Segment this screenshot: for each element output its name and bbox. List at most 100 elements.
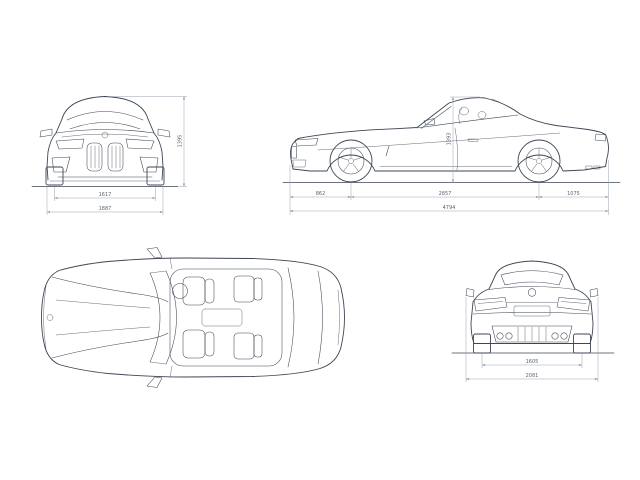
front-view-wheel-right [146, 166, 165, 186]
license-plate-recess [513, 305, 551, 317]
wheelbase-dim-label: 2857 [439, 191, 452, 197]
steering-wheel [172, 283, 188, 299]
rear-shoulder-left [472, 273, 497, 303]
seat-front-right [182, 329, 206, 359]
door-seams-top-view [169, 258, 173, 378]
exhaust-tip [585, 165, 593, 170]
hood-cut-upper [51, 276, 169, 303]
front-view-wheel-left [45, 166, 64, 186]
rear-car-body [451, 260, 615, 354]
top-view [41, 247, 345, 388]
length-dim-label: 4794 [443, 205, 456, 211]
door-handle [467, 138, 479, 142]
center-console [201, 308, 243, 327]
hood-crease-upper [55, 299, 151, 309]
front-windshield-base [69, 122, 141, 130]
seat-rear-right [233, 332, 255, 360]
cockpit-opening [169, 268, 283, 367]
front-shoulder-line [55, 129, 155, 134]
headlight-right [125, 138, 155, 150]
front-a-pillars [55, 118, 155, 134]
exhaust-tip [560, 332, 568, 340]
front-dimensions: 1617 1887 1395 [46, 96, 187, 215]
diffuser [491, 325, 573, 343]
windshield-pillars [149, 270, 167, 365]
rear-mirror-right [589, 288, 599, 298]
front-wheel [329, 139, 373, 183]
side-mirror [423, 118, 436, 126]
rear-track-dim-label: 1605 [526, 359, 539, 365]
mirror-right [157, 128, 171, 138]
fender-vent [385, 145, 390, 157]
seat-rear-left [233, 275, 255, 303]
rear-wheel [517, 139, 561, 183]
seat-back-line [458, 107, 463, 125]
grille-slats [90, 145, 121, 169]
exhaust-tip [496, 332, 504, 340]
exhaust-tip [505, 332, 513, 340]
taillight-inner-lines [477, 301, 587, 304]
spoiler-lip-line [337, 289, 340, 346]
intake-right [139, 156, 159, 173]
kidney-grille-left [86, 142, 103, 172]
side-body-outline [290, 97, 609, 172]
front-soft-top [61, 96, 149, 120]
rear-dimensions: 1605 2081 [465, 297, 599, 382]
trunk-lid-line [317, 270, 323, 365]
rear-view: 1605 2081 [451, 260, 615, 382]
bumper-top-line [472, 311, 592, 315]
front-hood-crease [61, 133, 149, 138]
bmw-roundel-icon [527, 288, 537, 297]
decklid-line [488, 286, 576, 290]
seat-headrest-front [459, 106, 469, 116]
rear-width-dim-label: 2081 [526, 373, 539, 379]
beltline [416, 114, 519, 129]
bmw-roundel-icon [101, 131, 109, 139]
seatback-rear-left [253, 277, 263, 301]
side-dimensions: 862 2857 1075 4794 1393 [289, 96, 609, 215]
character-line [317, 132, 561, 151]
diffuser-fins [517, 326, 547, 342]
rear-soft-top [495, 260, 569, 275]
taillight-right [556, 297, 591, 312]
windshield-header-arc [165, 270, 177, 365]
side-height-dim-label: 1393 [447, 133, 453, 146]
headlight-left [55, 138, 85, 150]
taillight-left [473, 297, 508, 312]
seat-front-left [182, 276, 206, 306]
windshield-base-arc [149, 272, 161, 363]
seat-headrest-rear [477, 111, 487, 119]
side-view: 862 2857 1075 4794 1393 [282, 96, 621, 215]
hood-crease-lower [55, 326, 151, 336]
seatback-front-right [204, 331, 215, 357]
mirror-bottom [146, 376, 163, 388]
side-headlight [294, 138, 319, 147]
top-car-body [41, 247, 345, 388]
seatback-rear-right [253, 334, 263, 358]
side-grille [291, 146, 297, 159]
rear-window [500, 270, 564, 286]
front-windshield-top [66, 111, 144, 121]
rear-wheel-spokes [526, 148, 552, 172]
front-wheel-spokes [338, 148, 364, 172]
rear-mirror-left [465, 288, 475, 298]
front-height-dim-label: 1395 [178, 135, 184, 148]
front-body-side-left [46, 132, 57, 181]
front-view: 1617 1887 1395 [31, 96, 187, 215]
side-front-intake [292, 159, 307, 168]
mirror-top [146, 247, 163, 259]
kidney-grille-right [107, 142, 124, 172]
intake-left [51, 156, 71, 173]
tonneau-line [287, 267, 295, 368]
front-car-body [31, 96, 179, 187]
bmw-roundel-icon [46, 314, 54, 321]
rear-overhang-dim-label: 1075 [567, 191, 580, 197]
rear-view-wheel-right [573, 333, 591, 354]
soft-top-rear-edge [491, 98, 518, 113]
seatback-front-left [204, 278, 215, 304]
hood-cut-lower [51, 332, 169, 359]
taillight-side [594, 133, 607, 142]
side-car-body [282, 97, 621, 183]
